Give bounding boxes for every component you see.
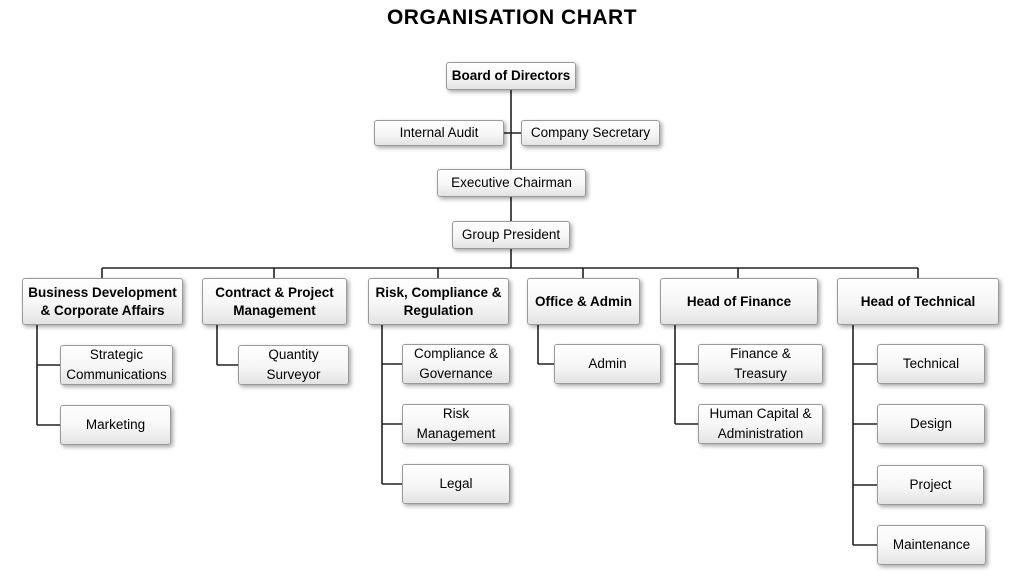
node-design: Design	[877, 404, 985, 444]
node-contract-project-management: Contract & Project Management	[202, 278, 347, 325]
node-company-secretary: Company Secretary	[521, 120, 660, 146]
node-marketing: Marketing	[60, 405, 171, 445]
node-admin: Admin	[554, 344, 661, 384]
node-risk-management: Risk Management	[402, 404, 510, 444]
node-technical: Technical	[877, 344, 985, 384]
page-title: ORGANISATION CHART	[386, 6, 638, 29]
node-compliance-governance: Compliance & Governance	[402, 344, 510, 384]
node-maintenance: Maintenance	[877, 525, 986, 565]
node-executive-chairman: Executive Chairman	[437, 169, 586, 197]
node-group-president: Group President	[452, 221, 570, 249]
node-head-of-technical: Head of Technical	[837, 278, 999, 325]
node-legal: Legal	[402, 464, 510, 504]
node-finance-treasury: Finance & Treasury	[698, 344, 823, 384]
node-board-of-directors: Board of Directors	[446, 62, 576, 90]
node-risk-compliance-regulation: Risk, Compliance & Regulation	[368, 278, 509, 325]
node-internal-audit: Internal Audit	[374, 120, 504, 146]
node-project: Project	[877, 465, 984, 505]
node-human-capital-administration: Human Capital & Administration	[698, 404, 823, 444]
node-office-admin: Office & Admin	[527, 278, 640, 325]
node-strategic-communications: Strategic Communications	[60, 345, 173, 385]
node-quantity-surveyor: Quantity Surveyor	[238, 345, 349, 385]
node-head-of-finance: Head of Finance	[660, 278, 818, 325]
node-business-development-corporate-affairs: Business Development & Corporate Affairs	[22, 278, 183, 325]
